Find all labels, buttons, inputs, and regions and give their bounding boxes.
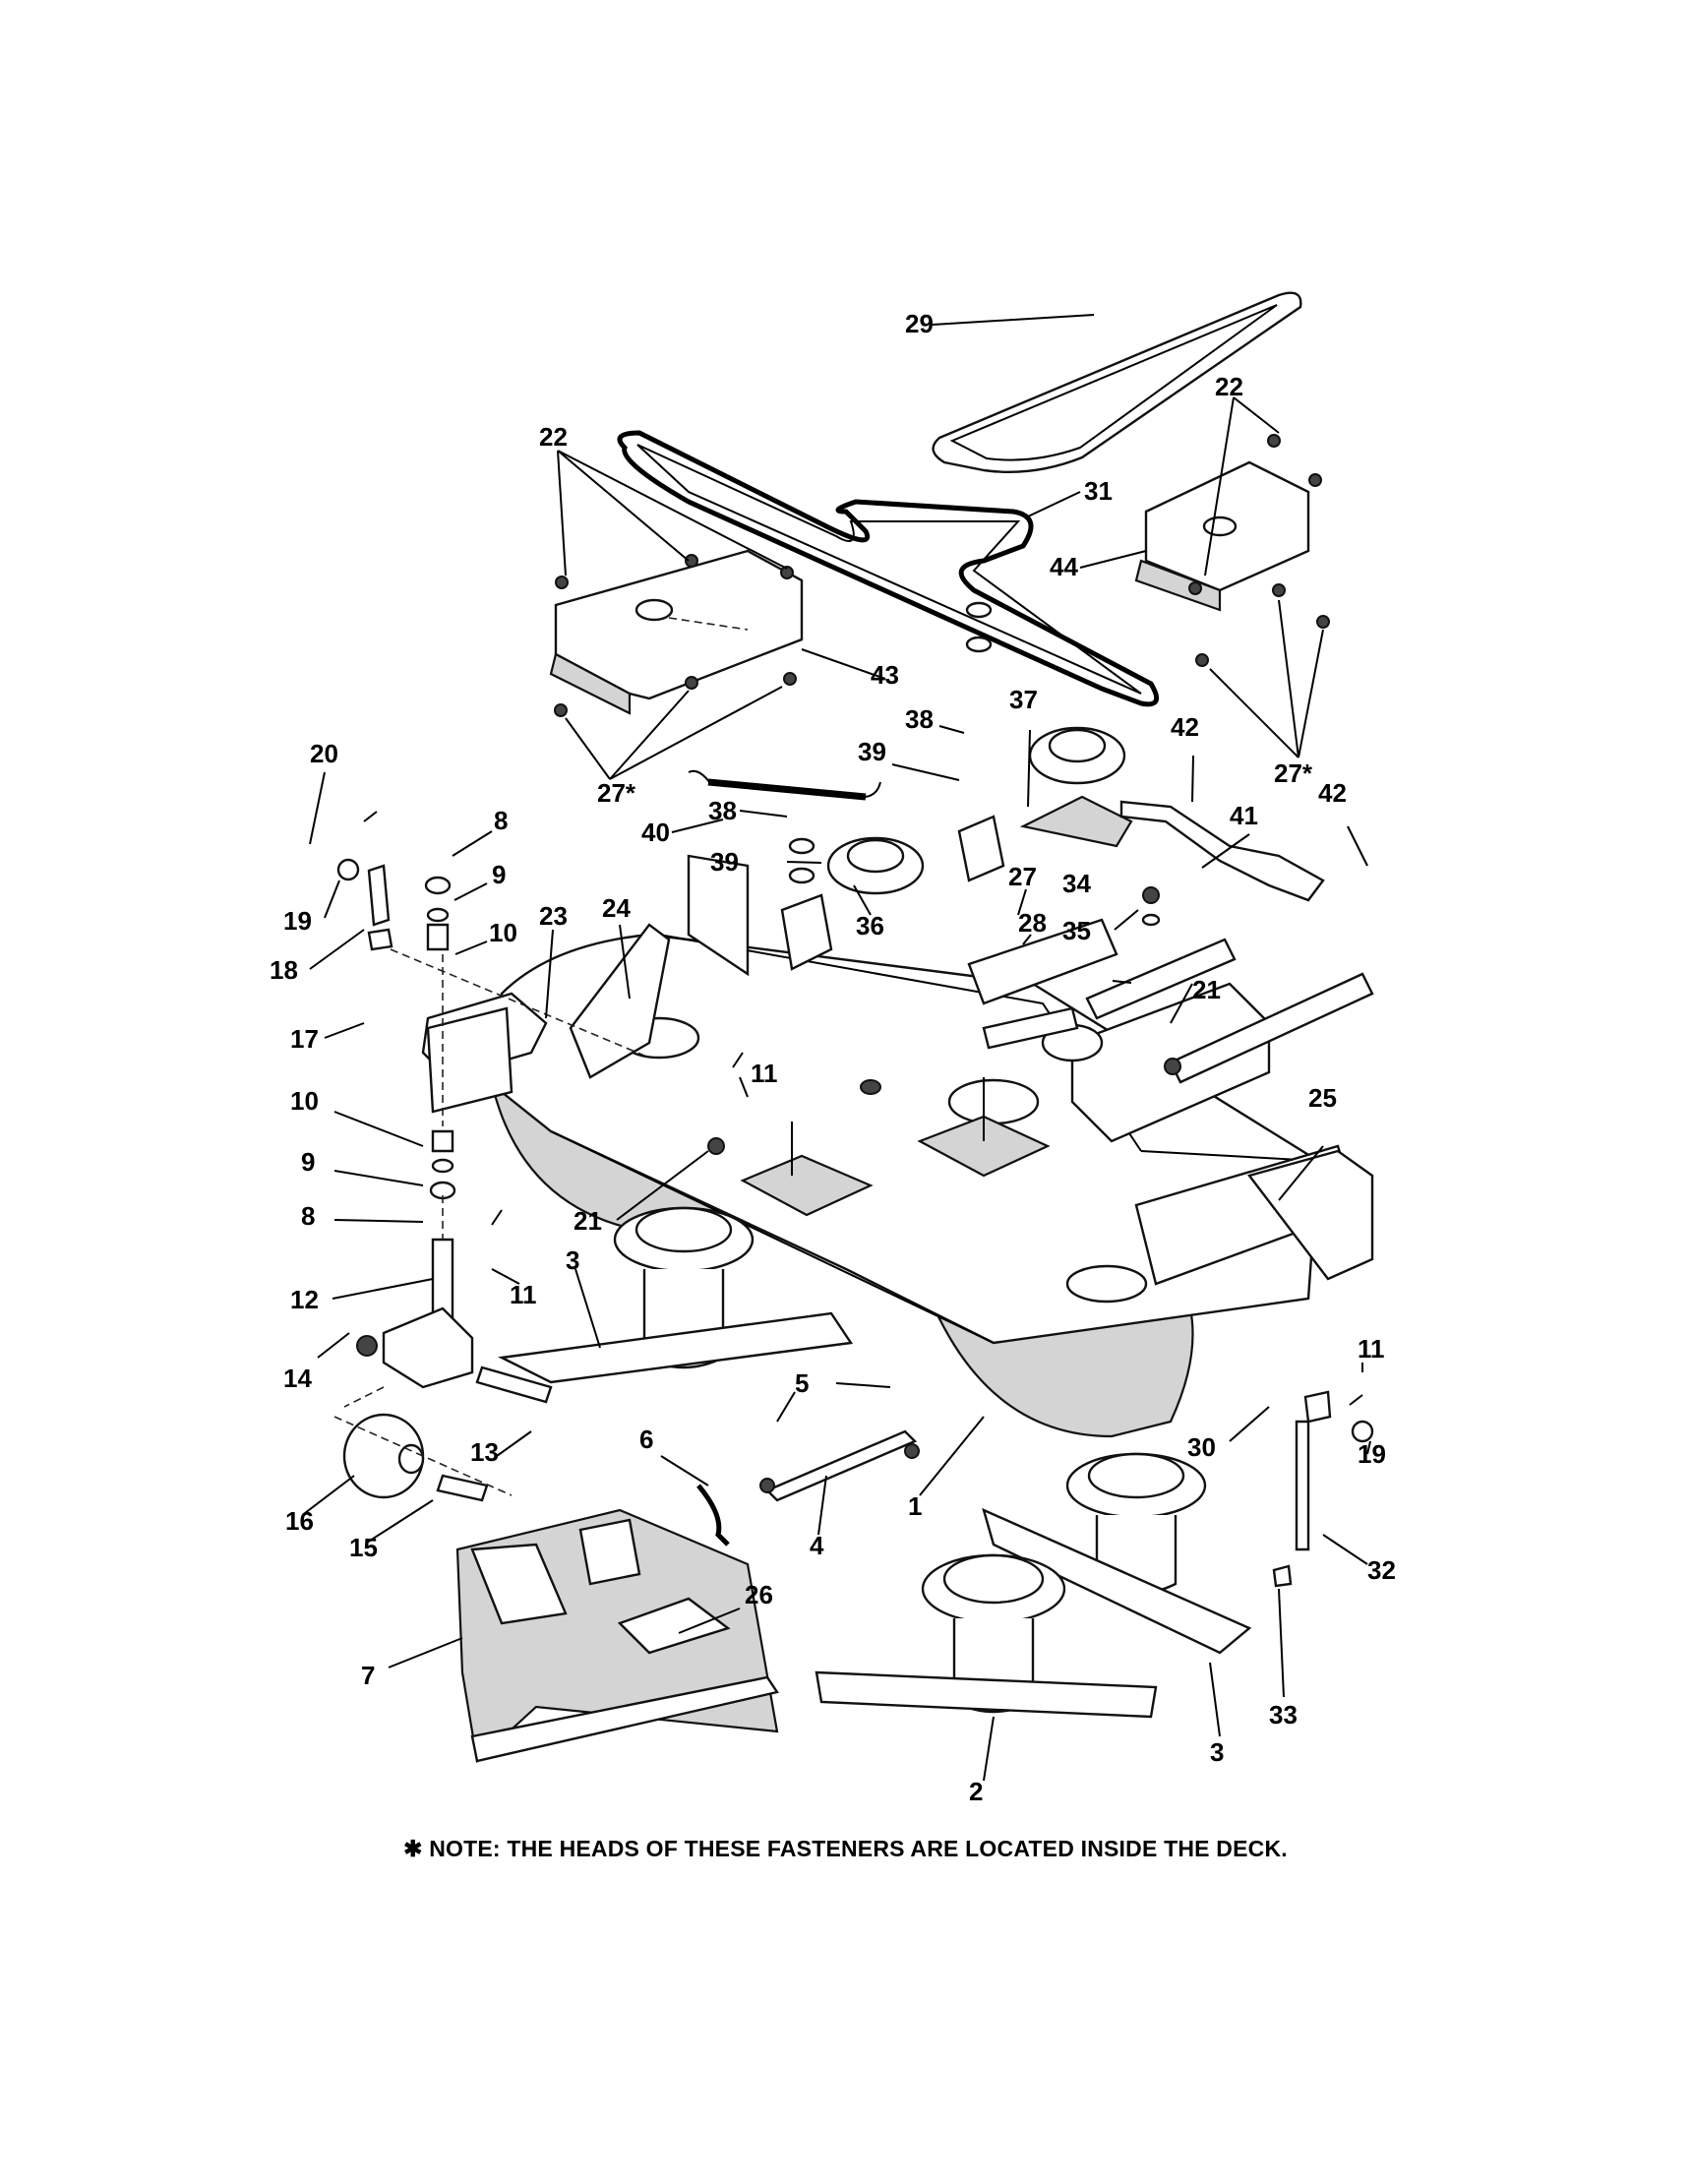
callout-21-right: 21 — [1192, 975, 1221, 1004]
callout-1: 1 — [908, 1491, 922, 1521]
callout-13: 13 — [470, 1437, 499, 1467]
callout-26: 26 — [745, 1580, 773, 1609]
callout-5: 5 — [795, 1368, 809, 1398]
callout-8-top: 8 — [494, 806, 508, 835]
callout-25: 25 — [1308, 1083, 1337, 1113]
callout-18: 18 — [270, 955, 298, 985]
caster-post — [378, 876, 650, 1240]
callout-37: 37 — [1009, 685, 1038, 714]
callout-12: 12 — [290, 1285, 319, 1314]
callout-6: 6 — [639, 1425, 653, 1454]
callout-23: 23 — [539, 901, 568, 931]
callout-3-left: 3 — [566, 1245, 579, 1275]
callout-20: 20 — [310, 739, 338, 768]
callout-42-upper: 42 — [1171, 712, 1199, 742]
callout-30: 30 — [1187, 1432, 1216, 1462]
idler-pulley-36 — [780, 836, 925, 971]
callout-19-right: 19 — [1358, 1439, 1386, 1469]
callout-27: 27 — [1008, 862, 1037, 891]
fastener-note: ✱ NOTE: THE HEADS OF THESE FASTENERS ARE… — [0, 1836, 1691, 1862]
callout-10-bottom: 10 — [290, 1086, 319, 1116]
callout-33: 33 — [1269, 1700, 1298, 1729]
callout-28: 28 — [1018, 908, 1047, 938]
callout-22-right: 22 — [1215, 372, 1243, 401]
spindle-center — [815, 1553, 1158, 1719]
callout-11-left: 11 — [510, 1280, 537, 1309]
callout-labels: 29 22 22 31 44 43 27* 27* 38 37 39 42 42… — [270, 309, 1396, 1806]
callout-22-left: 22 — [539, 422, 568, 452]
spindle-left — [497, 1206, 854, 1384]
callout-43: 43 — [871, 660, 899, 690]
callout-21-left: 21 — [574, 1206, 602, 1236]
hardware — [336, 434, 1374, 1588]
callout-14: 14 — [283, 1364, 312, 1393]
callout-34: 34 — [1062, 869, 1091, 898]
discharge-chute-7 — [455, 1484, 779, 1764]
callout-8-bottom: 8 — [301, 1201, 315, 1231]
callout-19-left: 19 — [283, 906, 312, 936]
callout-2: 2 — [969, 1777, 983, 1806]
idler-pulley-37 — [957, 726, 1133, 882]
asterisk-icon: ✱ — [403, 1836, 423, 1861]
rods — [431, 800, 1325, 1551]
belt-29 — [932, 291, 1302, 474]
spindle-right — [982, 1452, 1252, 1655]
callout-44: 44 — [1050, 552, 1078, 581]
spring-40 — [688, 769, 881, 801]
callout-4: 4 — [810, 1531, 824, 1560]
callout-16: 16 — [285, 1506, 314, 1536]
callout-40: 40 — [641, 818, 670, 847]
belt-31 — [617, 430, 1160, 707]
callout-38-top: 38 — [905, 704, 934, 734]
callout-10-top: 10 — [489, 918, 517, 947]
callout-36: 36 — [856, 911, 884, 940]
callout-11-upper: 11 — [751, 1059, 778, 1088]
belt-cover-44 — [1134, 460, 1310, 612]
callout-3-right: 3 — [1210, 1737, 1224, 1767]
callout-9-top: 9 — [492, 860, 506, 889]
callout-9-bottom: 9 — [301, 1147, 315, 1177]
callout-32: 32 — [1367, 1555, 1396, 1585]
callout-24: 24 — [602, 893, 631, 923]
callout-27-star-left: 27* — [597, 778, 636, 808]
note-text: NOTE: THE HEADS OF THESE FASTENERS ARE L… — [429, 1836, 1288, 1861]
callout-11-right: 11 — [1358, 1334, 1385, 1364]
callout-42-lower: 42 — [1318, 778, 1347, 808]
callout-39-mid: 39 — [710, 847, 739, 877]
callout-15: 15 — [349, 1533, 378, 1562]
callout-17: 17 — [290, 1024, 319, 1054]
callout-7: 7 — [361, 1661, 375, 1690]
callout-27-star-right: 27* — [1274, 758, 1313, 788]
callout-29: 29 — [905, 309, 934, 338]
callout-41: 41 — [1230, 801, 1258, 830]
callout-38-mid: 38 — [708, 796, 737, 825]
callout-39-top: 39 — [858, 737, 886, 766]
callout-35: 35 — [1062, 916, 1091, 945]
leader-lines — [304, 314, 1371, 1782]
callout-31: 31 — [1084, 476, 1113, 506]
wheel-bracket — [333, 1306, 513, 1502]
front-arms — [982, 938, 1374, 1084]
belt-cover-43 — [549, 549, 804, 715]
